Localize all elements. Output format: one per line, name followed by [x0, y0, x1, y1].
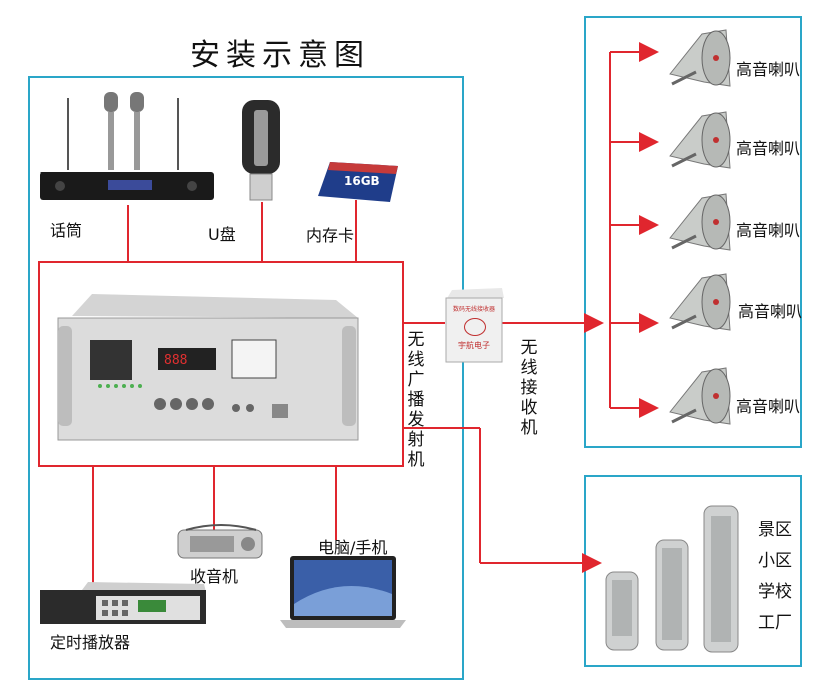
horn-speaker: [660, 192, 736, 256]
transmitter-frame: [38, 261, 404, 467]
horn-speaker-label: 高音喇叭: [736, 221, 801, 240]
microphone-label: 话筒: [50, 221, 83, 240]
computer-label: 电脑/手机: [318, 538, 388, 557]
signal-icon: [464, 318, 486, 336]
venue-label: 学校: [758, 582, 792, 602]
usb-label: U盘: [208, 225, 236, 244]
memory-card-text: 16GB: [344, 174, 380, 188]
radio-label: 收音机: [190, 567, 239, 586]
horn-speaker-label: 高音喇叭: [738, 302, 803, 321]
timer-player-device: [38, 582, 208, 626]
horn-speaker: [660, 366, 736, 430]
svg-text:888: 888: [164, 353, 187, 368]
horn-speaker-label: 高音喇叭: [736, 397, 801, 416]
horn-speaker: [660, 272, 736, 336]
venue-label: 景区: [758, 520, 792, 540]
receiver-box-line2: 宇航电子: [458, 341, 490, 350]
diagram-title: 安装示意图: [190, 38, 370, 73]
column-speaker-medium: [654, 538, 690, 652]
horn-speaker-label: 高音喇叭: [736, 139, 801, 158]
venue-label: 工厂: [758, 613, 792, 633]
receiver-device: 数码无线接收器 宇航电子: [444, 288, 504, 366]
timer-player-label: 定时播放器: [50, 633, 131, 652]
transmitter-label: 无线广播发射机: [407, 330, 425, 470]
microphone-device: [38, 90, 218, 210]
horn-speaker: [660, 28, 736, 92]
horn-speaker: [660, 110, 736, 174]
memory-card-device: 16GB: [316, 160, 400, 204]
system-frame: [28, 76, 464, 680]
receiver-label: 无线接收机: [520, 338, 538, 438]
column-speaker-small: [604, 570, 640, 652]
column-speaker-large: [702, 504, 740, 654]
transmitter-device: 888: [52, 294, 364, 444]
venue-label: 小区: [758, 551, 792, 571]
horn-speaker-label: 高音喇叭: [736, 60, 801, 79]
usb-device: [238, 98, 284, 202]
speaker-frame: [584, 16, 802, 448]
laptop-device: [280, 554, 406, 630]
radio-device: [176, 524, 266, 560]
receiver-box-line1: 数码无线接收器: [452, 306, 495, 313]
memory-card-label: 内存卡: [306, 226, 355, 245]
